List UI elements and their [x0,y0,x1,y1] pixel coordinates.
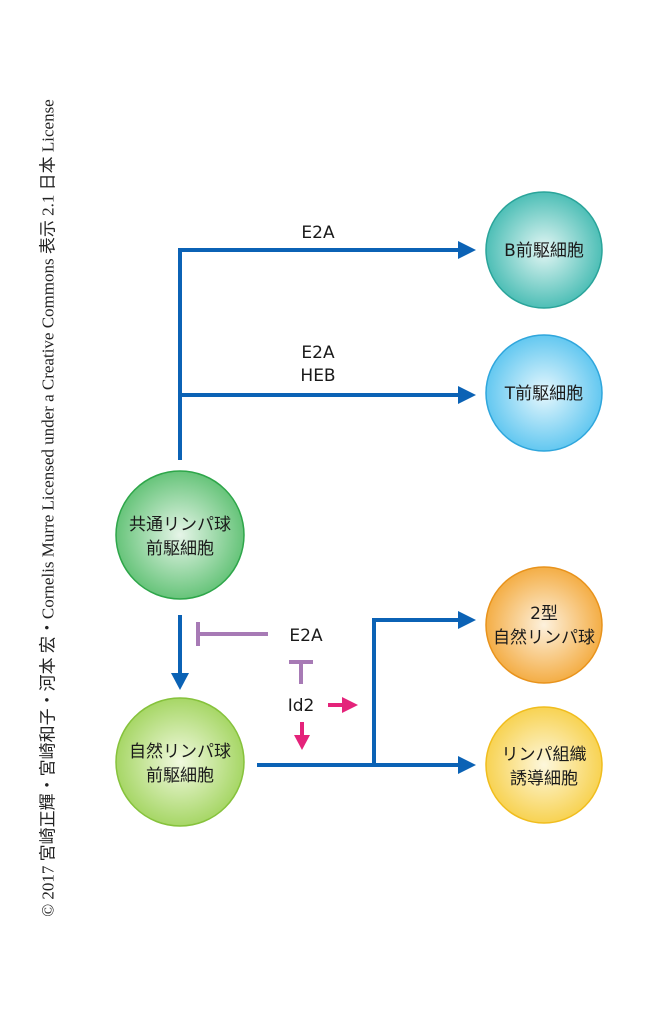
lti-circle [485,706,603,824]
t-progenitor-circle [485,334,603,452]
node-t-progenitor: T前駆細胞 [485,334,603,452]
activation-arrows [294,697,358,750]
ilp-label-line-1: 自然リンパ球 [129,742,231,762]
id2-right-arrowhead [342,697,358,713]
ilp-output-line [257,618,460,767]
id2-label: Id2 [288,696,315,716]
clp-label-line-1: 共通リンパ球 [129,515,231,535]
arrowhead-to-ilc2 [458,611,476,629]
ilp-circle [115,697,245,827]
node-innate-lymphoid-progenitor: 自然リンパ球 前駆細胞 [115,697,245,827]
trunk-line [178,248,460,460]
t-path-label-heb: HEB [300,366,335,386]
id2-inhibits-e2a-bar [289,660,313,684]
id2-down-arrowhead [294,735,310,750]
clp-label-line-2: 前駆細胞 [146,539,214,559]
t-path-label-e2a: E2A [301,343,335,363]
arrowhead-to-b [458,241,476,259]
node-common-lymphoid-progenitor: 共通リンパ球 前駆細胞 [115,470,245,600]
node-lti-cell: リンパ組織 誘導細胞 [485,706,603,824]
arrowhead-to-lti [458,756,476,774]
ilc2-circle [485,566,603,684]
lti-label-line-1: リンパ組織 [502,745,587,765]
e2a-inhibition-bar [196,622,268,646]
ilc2-label-line-2: 自然リンパ球 [493,628,595,648]
e2a-inhibitor-label: E2A [289,626,323,646]
flow-arrows [171,241,476,774]
t-progenitor-label: T前駆細胞 [504,384,583,404]
node-b-progenitor: B前駆細胞 [485,191,603,309]
lti-label-line-2: 誘導細胞 [510,769,578,789]
ilp-label-line-2: 前駆細胞 [146,766,214,786]
arrowhead-to-t [458,386,476,404]
arrowhead-to-ilp [171,673,189,690]
b-progenitor-label: B前駆細胞 [504,241,584,261]
node-ilc2: 2型 自然リンパ球 [485,566,603,684]
ilc2-label-line-1: 2型 [530,604,558,624]
b-path-label: E2A [301,223,335,243]
inhibition-marks [196,622,313,684]
clp-circle [115,470,245,600]
b-progenitor-circle [485,191,603,309]
